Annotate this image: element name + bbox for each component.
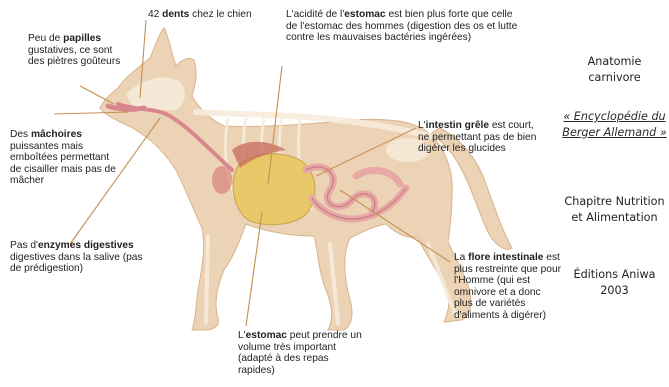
annotation-enzymes: Pas d'enzymes digestives digestives dans… xyxy=(10,240,144,275)
sidebar-source[interactable]: « Encyclopédie du Berger Allemand » xyxy=(560,109,669,140)
sidebar-chapter: Chapitre Nutrition et Alimentation xyxy=(560,194,669,225)
stomach xyxy=(233,154,315,225)
sidebar-publisher: Éditions Aniwa 2003 xyxy=(560,267,669,298)
papilles-post: gustatives, ce sont des piètres goûteurs xyxy=(28,45,120,68)
annotation-dents: 42 dents chez le chien xyxy=(148,9,268,21)
heart xyxy=(212,166,232,194)
dents-bold: dents xyxy=(162,9,189,20)
flore-pre: La xyxy=(454,252,468,263)
annotation-intestin: L'intestin grêle est court, ne permettan… xyxy=(418,120,546,155)
estomac-acidite-pre: L'acidité de l' xyxy=(286,9,344,20)
estomac-acidite-bold: estomac xyxy=(344,9,385,20)
annotation-flore: La flore intestinale est plus restreinte… xyxy=(454,252,562,322)
enzymes-post: digestives dans la salive (pas de prédig… xyxy=(10,252,143,275)
enzymes-pre: Pas d' xyxy=(10,240,38,251)
dents-pre: 42 xyxy=(148,9,162,20)
dents-post: chez le chien xyxy=(189,9,251,20)
annotation-estomac-acidite: L'acidité de l'estomac est bien plus for… xyxy=(286,9,518,44)
sidebar-title-text: Anatomie carnivore xyxy=(588,55,642,84)
annotation-estomac-volume: L'estomac peut prendre un volume très im… xyxy=(238,330,368,376)
leader-estomac-volume xyxy=(246,212,262,326)
machoires-pre: Des xyxy=(10,129,31,140)
leader-papilles xyxy=(80,86,114,104)
intestin-pre: L' xyxy=(418,120,426,131)
annotation-machoires: Des mâchoires puissantes mais emboîtées … xyxy=(10,129,122,187)
annotation-papilles: Peu de papilles gustatives, ce sont des … xyxy=(28,33,124,68)
papilles-bold: papilles xyxy=(63,33,101,44)
flore-bold: flore intestinale xyxy=(468,252,543,263)
machoires-bold: mâchoires xyxy=(31,129,82,140)
estomac-volume-bold: estomac xyxy=(246,330,287,341)
papilles-pre: Peu de xyxy=(28,33,63,44)
estomac-volume-pre: L' xyxy=(238,330,246,341)
intestin-bold: intestin grêle xyxy=(426,120,489,131)
source-link[interactable]: « Encyclopédie du Berger Allemand » xyxy=(562,110,666,139)
sidebar-chapter-text: Chapitre Nutrition et Alimentation xyxy=(564,195,664,224)
machoires-post: puissantes mais emboîtées permettant de … xyxy=(10,141,116,187)
enzymes-bold: enzymes digestives xyxy=(38,240,134,251)
sidebar-title: Anatomie carnivore xyxy=(560,54,669,85)
sidebar-publisher-text: Éditions Aniwa 2003 xyxy=(574,268,656,297)
